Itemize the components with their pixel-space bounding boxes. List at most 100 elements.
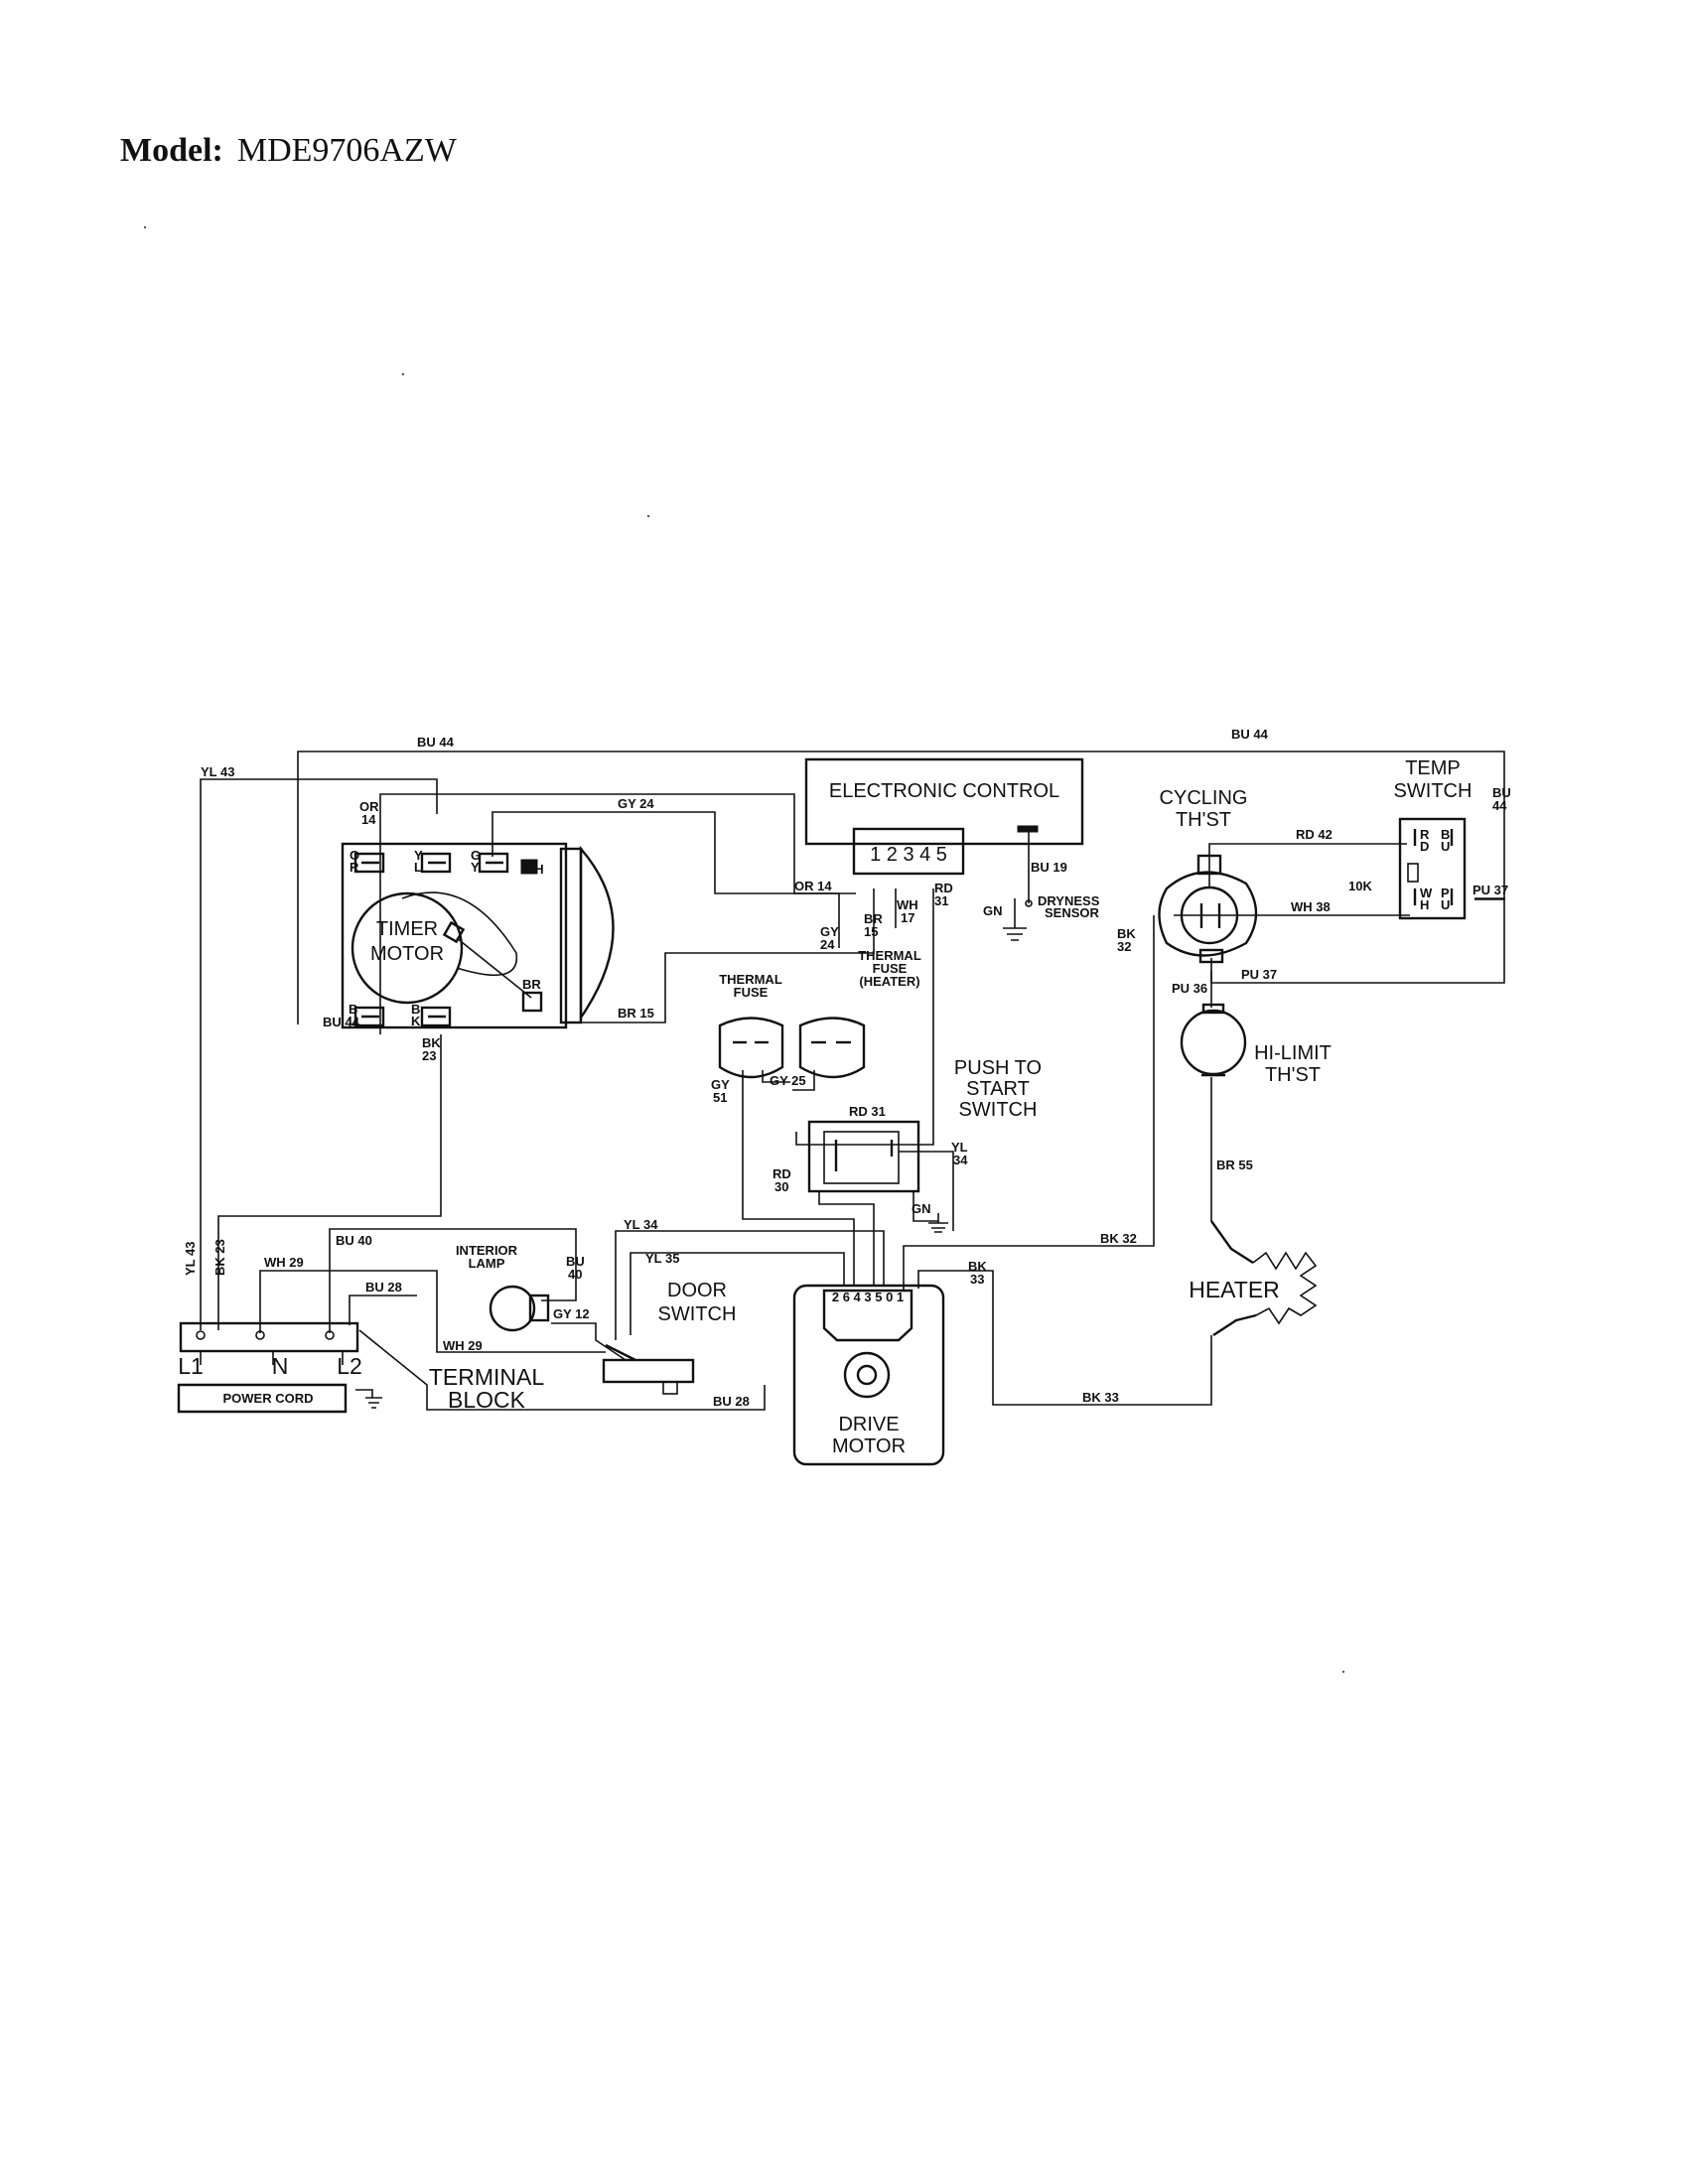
wire-label: YL bbox=[951, 1140, 968, 1155]
wire-label: WH 29 bbox=[443, 1338, 483, 1353]
temp-contact-bu-2: U bbox=[1441, 839, 1450, 854]
wire-gy12 bbox=[551, 1322, 627, 1361]
timer-contact-gy-1: G bbox=[471, 848, 481, 863]
terminal-l2-label: L2 bbox=[337, 1353, 362, 1379]
wire-label: 17 bbox=[901, 910, 914, 925]
thermal-fuse-heater-label-2: FUSE bbox=[873, 961, 908, 976]
hi-limit-thermostat: HI-LIMIT TH'ST bbox=[1180, 1003, 1332, 1086]
wire-label: BU 19 bbox=[1031, 860, 1067, 875]
timer-contact-br: BR bbox=[522, 977, 541, 992]
temp-switch-label-1: TEMP bbox=[1405, 757, 1461, 779]
wire-fuse-bridge bbox=[792, 1070, 815, 1091]
thermal-fuse-heater: THERMAL FUSE (HEATER) bbox=[798, 948, 921, 1079]
wire-yl43 bbox=[200, 778, 438, 1330]
wire-label: BU bbox=[566, 1254, 585, 1269]
wire-label: 40 bbox=[568, 1267, 582, 1282]
wire-bu28 bbox=[349, 1295, 766, 1411]
wire-label: 14 bbox=[361, 812, 376, 827]
wire-label: WH bbox=[897, 897, 918, 912]
scan-speck bbox=[144, 226, 146, 228]
terminal-block-label-2: BLOCK bbox=[448, 1387, 526, 1413]
wire-label: GY 24 bbox=[618, 796, 654, 811]
wire-label: BR bbox=[864, 911, 883, 926]
thermal-fuse-label-2: FUSE bbox=[734, 985, 769, 1000]
drive-motor-label-1: DRIVE bbox=[838, 1414, 899, 1435]
wire-label: BK 32 bbox=[1100, 1231, 1137, 1246]
wire-label: YL 43 bbox=[183, 1242, 198, 1276]
wire-label: RD bbox=[934, 881, 953, 895]
power-cord-label: POWER CORD bbox=[223, 1391, 314, 1406]
scan-speck bbox=[647, 515, 649, 517]
dryness-sensor-label-1: DRYNESS bbox=[1038, 893, 1100, 908]
electronic-control-label: ELECTRONIC CONTROL bbox=[829, 780, 1059, 802]
wire-label: PU 37 bbox=[1241, 967, 1277, 982]
drive-motor-label-2: MOTOR bbox=[832, 1435, 906, 1457]
wire-label: 24 bbox=[820, 937, 835, 952]
wire-labels: BU 44 BU 44 BU 44 BU 44 YL 43 YL 43 BK 2… bbox=[183, 727, 1511, 1409]
temp-contact-pu-2: U bbox=[1441, 897, 1450, 912]
terminal-n-label: N bbox=[272, 1353, 289, 1379]
wire-yl34-push bbox=[899, 1151, 954, 1231]
timer-contact-yl-1: Y bbox=[414, 848, 423, 863]
hi-limit-label-2: TH'ST bbox=[1265, 1064, 1321, 1086]
scan-speck bbox=[1342, 1671, 1344, 1673]
wire-rd31 bbox=[795, 888, 934, 1146]
model-number: MDE9706AZW bbox=[236, 132, 457, 169]
wire-label: GY 12 bbox=[553, 1306, 590, 1321]
push-to-start-label-3: SWITCH bbox=[959, 1099, 1038, 1121]
control-pins-label: 1 2 3 4 5 bbox=[870, 844, 947, 866]
wire-label: BR 55 bbox=[1216, 1158, 1253, 1172]
wire-bu40 bbox=[329, 1228, 577, 1333]
cycling-thermostat: CYCLING TH'ST bbox=[1158, 787, 1258, 964]
wire-label: 32 bbox=[1117, 939, 1131, 954]
wire-label: WH 38 bbox=[1291, 899, 1331, 914]
wire-label: WH 29 bbox=[264, 1255, 304, 1270]
thermal-fuse-label-1: THERMAL bbox=[719, 972, 782, 987]
wire-label: 23 bbox=[422, 1048, 436, 1063]
wire-label: BU 44 bbox=[1231, 727, 1269, 742]
timer-motor-label-2: MOTOR bbox=[370, 943, 444, 965]
temp-contact-wh-1: W bbox=[1420, 886, 1433, 900]
wire-label: RD 31 bbox=[849, 1104, 886, 1119]
scan-speck bbox=[402, 373, 404, 375]
wire-label: RD bbox=[772, 1166, 791, 1181]
wire-label: YL 34 bbox=[624, 1217, 658, 1232]
timer-contact-bu-2: U bbox=[349, 1014, 357, 1028]
wire-label: 51 bbox=[713, 1090, 727, 1105]
wire-label: OR 14 bbox=[794, 879, 832, 893]
wire-label: 34 bbox=[953, 1153, 968, 1167]
wire-label: BU 28 bbox=[365, 1280, 402, 1295]
wire-gy25 bbox=[762, 1070, 790, 1083]
timer-contact-yl-2: L bbox=[414, 860, 422, 875]
motor-pins-label: 2 6 4 3 5 0 1 bbox=[832, 1290, 904, 1304]
resistor-label: 10K bbox=[1348, 879, 1372, 893]
interior-lamp-label-2: LAMP bbox=[469, 1256, 505, 1271]
timer-contact-gy-2: Y bbox=[471, 860, 480, 875]
temp-contact-wh-2: H bbox=[1420, 897, 1429, 912]
thermal-fuse-heater-label-1: THERMAL bbox=[858, 948, 921, 963]
wire-rd42 bbox=[1208, 843, 1407, 888]
wire-label: 44 bbox=[1492, 798, 1507, 813]
wire-label: GY bbox=[820, 924, 839, 939]
timer-contact-wh: WH bbox=[522, 862, 544, 877]
wire-gy24 bbox=[491, 811, 840, 948]
push-to-start-switch: PUSH TO START SWITCH bbox=[807, 1057, 1042, 1233]
wire-label: YL 35 bbox=[645, 1251, 679, 1266]
wire-label: GN bbox=[983, 903, 1003, 918]
wire-label: BU 44 bbox=[323, 1015, 360, 1029]
heater-label: HEATER bbox=[1189, 1277, 1280, 1302]
thermal-fuse: THERMAL FUSE bbox=[718, 972, 784, 1079]
wire-label: BK bbox=[968, 1259, 987, 1274]
terminal-block: L1 N L2 POWER CORD TERMINAL BLOCK bbox=[177, 1321, 544, 1414]
interior-lamp-label-1: INTERIOR bbox=[456, 1243, 518, 1258]
wire-label: BK bbox=[422, 1035, 441, 1050]
interior-lamp: INTERIOR LAMP bbox=[456, 1243, 550, 1332]
hi-limit-label-1: HI-LIMIT bbox=[1254, 1042, 1332, 1064]
timer-contact-bk-2: K bbox=[411, 1014, 421, 1028]
wire-wh29 bbox=[259, 1270, 606, 1353]
timer-motor-label-1: TIMER bbox=[376, 918, 438, 940]
dryness-sensor-label-2: SENSOR bbox=[1045, 905, 1100, 920]
electronic-control: ELECTRONIC CONTROL 1 2 3 4 5 bbox=[804, 757, 1084, 907]
temp-switch: TEMP SWITCH R D B U W H P U 10K bbox=[1348, 757, 1472, 920]
wire-bk23 bbox=[217, 1034, 442, 1330]
